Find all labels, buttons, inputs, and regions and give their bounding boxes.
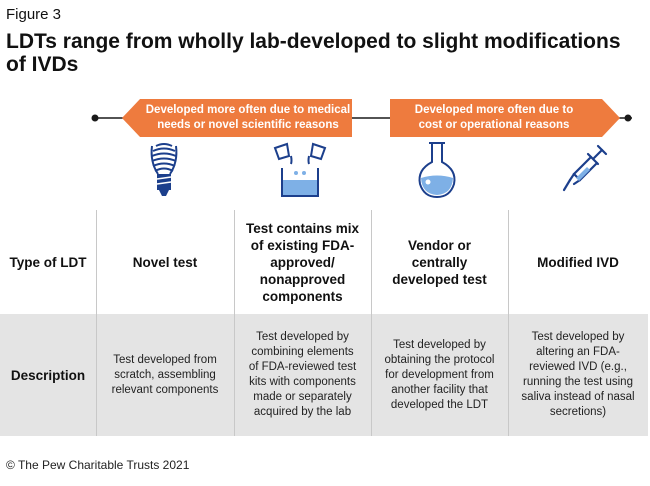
desc-vendor-test: Test developed by obtaining the protocol…	[384, 338, 495, 411]
desc-mixed-components: Test developed by combining elements of …	[248, 331, 357, 418]
right-arrow-text-2: cost or operational reasons	[419, 119, 570, 131]
type-novel-test: Novel test	[132, 254, 198, 270]
figure-label: Figure 3	[6, 6, 62, 23]
column-divider	[96, 210, 97, 436]
left-arrow-text-1: Developed more often due to medical	[146, 104, 350, 116]
timeline-left-dot	[91, 114, 99, 122]
syringe-icon	[562, 144, 608, 192]
column-divider	[234, 210, 235, 436]
type-vendor-test: Vendor or centrally developed test	[392, 237, 487, 287]
timeline-arrows: Developed more often due to medical need…	[91, 99, 632, 137]
row-label-description: Description	[10, 367, 86, 383]
left-arrow-text-2: needs or novel scientific reasons	[157, 119, 339, 131]
desc-modified-ivd: Test developed by altering an FDA-review…	[521, 331, 635, 418]
column-divider	[371, 210, 372, 436]
right-arrow	[390, 99, 620, 137]
row-label-type: Type of LDT	[9, 254, 87, 270]
description-row: Description Test developed from scratch,…	[0, 314, 648, 436]
desc-novel-test: Test developed from scratch, assembling …	[111, 353, 219, 396]
type-modified-ivd: Modified IVD	[537, 254, 619, 270]
right-arrow-text-1: Developed more often due to	[415, 104, 573, 116]
copyright-footer: © The Pew Charitable Trusts 2021	[6, 458, 190, 472]
pouring-beakers-icon	[273, 142, 327, 197]
flask-icon	[418, 142, 456, 199]
left-arrow	[122, 99, 352, 137]
figure-title: LDTs range from wholly lab-developed to …	[6, 30, 621, 76]
lightbulb-icon	[150, 143, 178, 196]
timeline-right-dot	[624, 114, 632, 122]
type-mixed-components: Test contains mix of existing FDA-approv…	[245, 220, 360, 304]
column-divider	[508, 210, 509, 436]
type-row: Type of LDT Novel test Test contains mix…	[0, 210, 648, 314]
